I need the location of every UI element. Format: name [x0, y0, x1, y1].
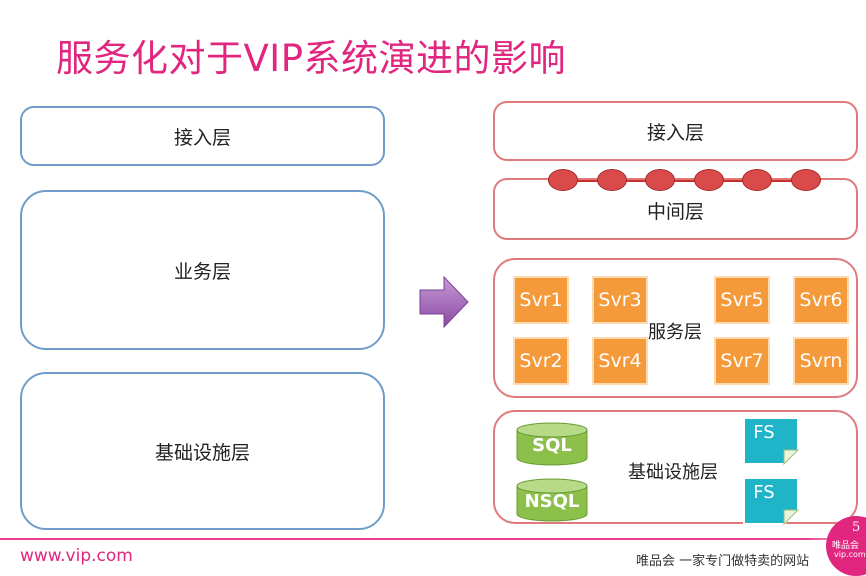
transition-arrow-icon: [419, 275, 469, 329]
footer-slogan: 唯品会 一家专门做特卖的网站: [636, 554, 810, 569]
left-access-layer: 接入层: [20, 106, 385, 166]
service-node: Svr5: [714, 276, 770, 324]
service-node: Svrn: [793, 337, 849, 385]
page-title: 服务化对于VIP系统演进的影响: [56, 37, 567, 80]
middleware-node: [548, 169, 578, 191]
badge-logo: 唯品会: [832, 541, 860, 551]
left-business-layer: 业务层: [20, 190, 385, 350]
database-icon: [516, 422, 588, 466]
service-node: Svr3: [592, 276, 648, 324]
left-business-label: 业务层: [173, 260, 231, 283]
service-node: Svr2: [513, 337, 569, 385]
sql-database: SQL: [516, 422, 588, 466]
page-badge: 5 唯品会 vip.com: [826, 516, 866, 576]
page-number: 5: [852, 520, 861, 535]
left-infra-label: 基础设施层: [154, 441, 250, 464]
file-icon: [743, 477, 800, 526]
fs-label: FS: [753, 422, 775, 443]
badge-url: vip.com: [834, 550, 866, 559]
service-node: Svr7: [714, 337, 770, 385]
right-infra-label: 基础设施层: [628, 462, 718, 483]
left-infra-layer: 基础设施层: [20, 372, 385, 530]
nsql-label: NSQL: [524, 491, 580, 512]
service-node: Svr6: [793, 276, 849, 324]
middleware-link-line: [548, 180, 812, 182]
footer-url: www.vip.com: [20, 546, 133, 566]
footer-divider: [0, 538, 866, 540]
middleware-node: [597, 169, 627, 191]
middleware-node: [694, 169, 724, 191]
file-storage: FS: [742, 476, 802, 526]
nsql-database: NSQL: [516, 478, 588, 522]
right-access-label: 接入层: [646, 121, 704, 144]
right-middle-label: 中间层: [646, 201, 704, 223]
service-node: Svr1: [513, 276, 569, 324]
middleware-node: [791, 169, 821, 191]
service-node: Svr4: [592, 337, 648, 385]
middleware-node: [645, 169, 675, 191]
file-storage: FS: [742, 416, 802, 466]
middleware-node: [742, 169, 772, 191]
right-access-layer: 接入层: [493, 101, 858, 161]
sql-label: SQL: [532, 435, 572, 456]
database-icon: [516, 478, 588, 522]
right-service-label: 服务层: [648, 322, 702, 343]
file-icon: [743, 417, 800, 466]
left-access-label: 接入层: [173, 126, 231, 149]
fs-label: FS: [753, 482, 775, 503]
